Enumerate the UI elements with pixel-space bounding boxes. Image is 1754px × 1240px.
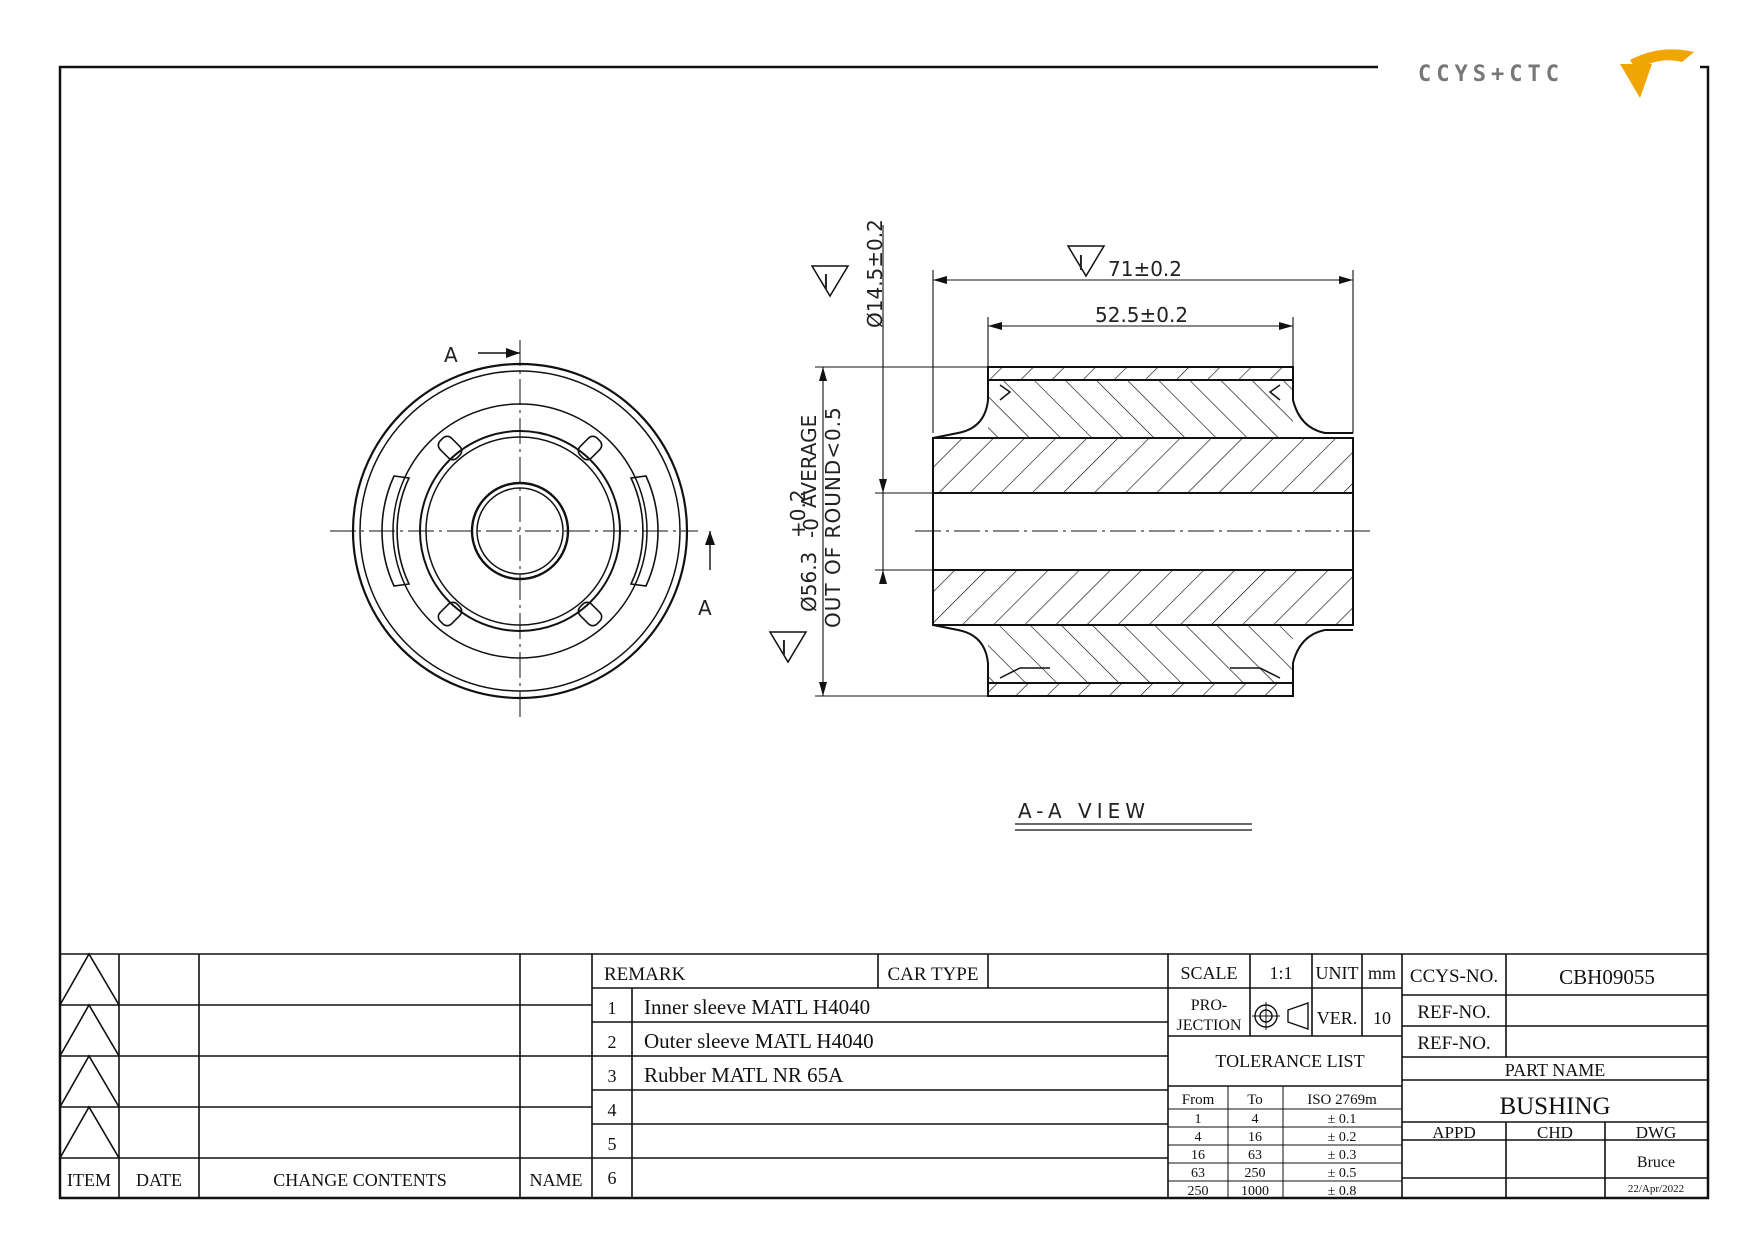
section-view bbox=[915, 366, 1370, 697]
remark-row-text: Rubber MATL NR 65A bbox=[644, 1063, 844, 1087]
tolerance-cell: 4 bbox=[1195, 1130, 1202, 1145]
tolerance-header-cell: From bbox=[1182, 1092, 1215, 1108]
tolerance-cell: ± 0.5 bbox=[1328, 1166, 1357, 1181]
tolerance-cell: ± 0.3 bbox=[1328, 1148, 1357, 1163]
projection-label-2: JECTION bbox=[1177, 1017, 1242, 1034]
svg-text:-0: -0 bbox=[799, 518, 823, 538]
remark-rows: 1 Inner sleeve MATL H4040 2 Outer sleeve MA… bbox=[608, 995, 874, 1188]
remark-row-text: Outer sleeve MATL H4040 bbox=[644, 1029, 874, 1053]
inspection-mark-left-bottom: I bbox=[768, 631, 808, 664]
tolerance-cell: 16 bbox=[1191, 1148, 1205, 1163]
chd-label: CHD bbox=[1537, 1123, 1573, 1142]
rev-header-item: ITEM bbox=[67, 1170, 111, 1190]
brand-mark-icon bbox=[1620, 64, 1652, 98]
remark-row-number: 3 bbox=[608, 1066, 617, 1086]
tolerance-cell: 63 bbox=[1248, 1148, 1262, 1163]
ref-no-label-1: REF-NO. bbox=[1417, 1002, 1490, 1023]
title-block-lines bbox=[59, 952, 1708, 1198]
ref-no-label-2: REF-NO. bbox=[1417, 1033, 1490, 1054]
section-marker-left: A bbox=[444, 343, 458, 367]
inner-sleeve-top bbox=[933, 438, 1353, 493]
tolerance-cell: 1000 bbox=[1241, 1184, 1269, 1199]
outer-sleeve-top bbox=[988, 367, 1293, 380]
part-name-label: PART NAME bbox=[1505, 1060, 1605, 1080]
remark-row-number: 4 bbox=[608, 1100, 617, 1120]
section-marker-right: A bbox=[698, 596, 712, 620]
part-name-value: BUSHING bbox=[1499, 1093, 1610, 1120]
svg-text:I: I bbox=[1078, 251, 1084, 275]
tolerance-cell: 63 bbox=[1191, 1166, 1205, 1181]
ccys-no-value: CBH09055 bbox=[1559, 965, 1655, 989]
slot-right bbox=[629, 475, 659, 587]
unit-value: mm bbox=[1368, 963, 1396, 983]
brand-swoosh-icon bbox=[1630, 49, 1694, 70]
dwg-name: Bruce bbox=[1637, 1154, 1675, 1171]
tolerance-cell: 4 bbox=[1252, 1112, 1259, 1127]
tolerance-cell: 16 bbox=[1248, 1130, 1262, 1145]
remark-row-text: Inner sleeve MATL H4040 bbox=[644, 995, 870, 1019]
svg-text:I: I bbox=[781, 636, 787, 660]
remark-row-number: 6 bbox=[608, 1168, 617, 1188]
dim-outer-sleeve-length: 52.5±0.2 bbox=[1095, 303, 1188, 327]
tolerance-cell: 1 bbox=[1195, 1112, 1202, 1127]
scale-value: 1:1 bbox=[1269, 963, 1292, 983]
rev-header-name: NAME bbox=[530, 1170, 583, 1190]
slot-left bbox=[381, 475, 411, 587]
remark-row-number: 5 bbox=[608, 1134, 617, 1154]
remark-row-number: 2 bbox=[608, 1032, 617, 1052]
dwg-date: 22/Apr/2022 bbox=[1628, 1183, 1684, 1195]
remark-row-number: 1 bbox=[608, 998, 617, 1018]
dim-outer-diameter: Ø56.3 +0.2 -0 AVERAGE bbox=[786, 415, 823, 612]
view-title: A-A VIEW bbox=[1018, 799, 1150, 823]
dimension-lines bbox=[815, 225, 1354, 697]
drawing-frame bbox=[58, 65, 1710, 1200]
tolerance-cell: 250 bbox=[1188, 1184, 1209, 1199]
brand-logo: CCYS+CTC bbox=[1418, 49, 1694, 98]
inspection-mark-top: I bbox=[1066, 245, 1106, 278]
rev-header-date: DATE bbox=[136, 1170, 182, 1190]
rev-header-change: CHANGE CONTENTS bbox=[273, 1170, 447, 1190]
car-type-label: CAR TYPE bbox=[888, 964, 979, 985]
dwg-label: DWG bbox=[1636, 1123, 1677, 1142]
dim-overall-length: 71±0.2 bbox=[1108, 257, 1182, 281]
projection-label-1: PRO- bbox=[1191, 997, 1227, 1014]
svg-text:+0.2: +0.2 bbox=[786, 489, 810, 538]
tolerance-cell: ± 0.1 bbox=[1328, 1112, 1357, 1127]
tolerance-rows: 1 4 ± 0.1 4 16 ± 0.2 16 63 ± 0.3 63 250 ± 0.5 250 100… bbox=[1188, 1112, 1357, 1199]
svg-text:I: I bbox=[823, 270, 829, 294]
ccys-no-label: CCYS-NO. bbox=[1410, 966, 1498, 987]
rubber-bottom bbox=[988, 625, 1293, 683]
tolerance-header-cell: ISO 2769m bbox=[1307, 1092, 1377, 1108]
rubber-top bbox=[988, 380, 1293, 438]
projection-symbol-icon bbox=[1252, 1002, 1309, 1030]
tolerance-header-cell: To bbox=[1247, 1092, 1263, 1108]
ver-value: 10 bbox=[1373, 1008, 1391, 1028]
front-view bbox=[330, 340, 715, 722]
unit-label: UNIT bbox=[1316, 963, 1359, 983]
tolerance-cell: ± 0.2 bbox=[1328, 1130, 1357, 1145]
remark-header: REMARK bbox=[604, 964, 686, 985]
scale-label: SCALE bbox=[1180, 963, 1237, 983]
appd-label: APPD bbox=[1432, 1123, 1475, 1142]
ver-label: VER. bbox=[1317, 1008, 1358, 1028]
svg-text:Ø56.3: Ø56.3 bbox=[797, 552, 821, 612]
tolerance-header: From To ISO 2769m bbox=[1182, 1092, 1377, 1108]
inner-sleeve-bottom bbox=[933, 570, 1353, 625]
svg-text:AVERAGE: AVERAGE bbox=[797, 415, 821, 508]
dim-out-of-round: OUT OF ROUND<0.5 bbox=[821, 406, 845, 628]
inspection-mark-left-top: I bbox=[810, 265, 850, 298]
tolerance-cell: 250 bbox=[1245, 1166, 1266, 1181]
tolerance-cell: ± 0.8 bbox=[1328, 1184, 1357, 1199]
tolerance-title: TOLERANCE LIST bbox=[1215, 1051, 1364, 1071]
outer-sleeve-bottom bbox=[988, 683, 1293, 696]
brand-name: CCYS+CTC bbox=[1418, 62, 1564, 87]
dim-inner-diameter: Ø14.5±0.2 bbox=[863, 219, 887, 328]
